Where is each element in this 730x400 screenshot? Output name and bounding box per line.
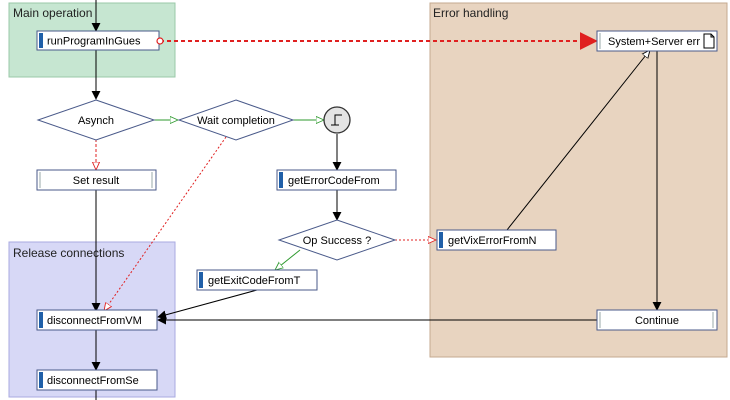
wait-timer-event[interactable] xyxy=(323,106,351,134)
edge-exitcode-to-disconnect xyxy=(157,289,258,320)
node-disconnect-vm-label: disconnectFromVM xyxy=(47,315,142,327)
edge-vixerror-to-system xyxy=(506,50,650,231)
node-get-vix-error-label: getVixErrorFromN xyxy=(448,235,536,247)
node-continue[interactable]: Continue xyxy=(596,309,718,331)
lane-error-label: Error handling xyxy=(433,6,508,20)
script-document-icon xyxy=(703,33,715,49)
task-marker-icon xyxy=(39,312,43,328)
decision-wait-completion-label: Wait completion xyxy=(197,115,275,127)
node-get-error-code[interactable]: getErrorCodeFrom xyxy=(276,169,397,191)
decision-asynch-label: Asynch xyxy=(78,115,114,127)
decision-wait-completion[interactable]: Wait completion xyxy=(177,99,295,141)
lane-release-label: Release connections xyxy=(13,246,124,260)
node-get-vix-error[interactable]: getVixErrorFromN xyxy=(436,229,557,251)
edge-wait-error xyxy=(104,136,227,311)
decision-asynch[interactable]: Asynch xyxy=(36,99,156,141)
decision-op-success[interactable]: Op Success ? xyxy=(277,219,397,261)
error-boundary-marker xyxy=(156,37,164,45)
node-run-program[interactable]: runProgramInGues xyxy=(36,30,160,51)
node-disconnect-server[interactable]: disconnectFromSe xyxy=(36,369,158,391)
node-run-program-label: runProgramInGues xyxy=(47,36,141,48)
node-disconnect-server-label: disconnectFromSe xyxy=(47,375,139,387)
node-get-error-code-label: getErrorCodeFrom xyxy=(288,175,380,187)
decision-op-success-label: Op Success ? xyxy=(303,235,371,247)
node-continue-label: Continue xyxy=(635,315,679,327)
pulse-icon xyxy=(331,114,342,126)
edge-opsuccess-true xyxy=(275,249,301,270)
node-set-result-label: Set result xyxy=(73,175,119,187)
node-get-exit-code-label: getExitCodeFromT xyxy=(208,275,301,287)
node-system-server-error-clip: System+Server err xyxy=(608,36,700,48)
node-system-server-error[interactable]: System+Server err xyxy=(596,30,718,52)
node-disconnect-vm[interactable]: disconnectFromVM xyxy=(36,309,158,331)
node-set-result[interactable]: Set result xyxy=(36,169,157,191)
node-system-server-error-label: System+Server err xyxy=(608,36,700,48)
task-marker-icon xyxy=(199,272,203,288)
task-marker-icon xyxy=(439,232,443,248)
task-marker-icon xyxy=(39,33,43,48)
node-get-exit-code[interactable]: getExitCodeFromT xyxy=(196,269,318,291)
task-marker-icon xyxy=(39,372,43,388)
lane-main-label: Main operation xyxy=(13,6,92,20)
edges xyxy=(91,0,662,400)
lane-error-handling: Error handling xyxy=(429,2,728,358)
task-marker-icon xyxy=(279,172,283,188)
